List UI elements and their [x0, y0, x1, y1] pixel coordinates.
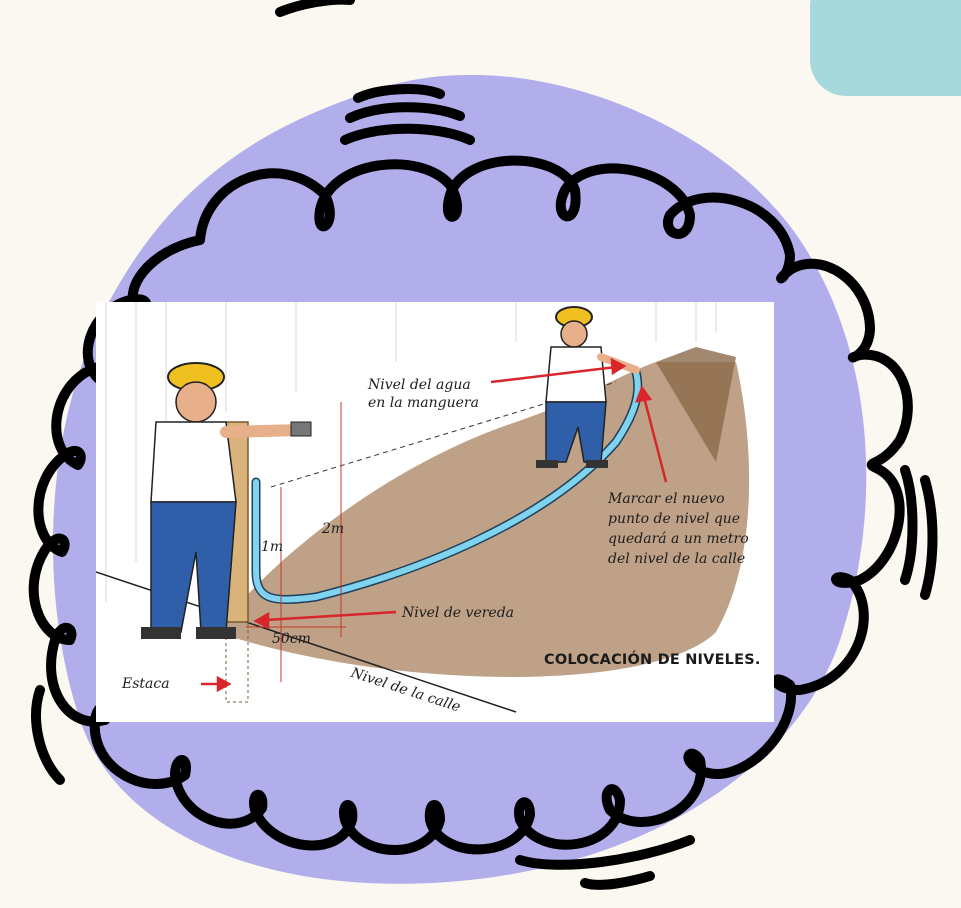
label-two-meters: 2m [322, 520, 344, 538]
label-mark-4: del nivel de la calle [608, 550, 745, 568]
label-one-meter: 1m [261, 538, 283, 556]
label-stake: Estaca [122, 675, 170, 693]
label-mark-2: punto de nivel que [608, 510, 740, 528]
label-sidewalk-level: Nivel de vereda [402, 604, 514, 622]
figure-caption: COLOCACIÓN DE NIVELES. [544, 652, 761, 668]
leveling-illustration: Nivel del agua en la manguera Marcar el … [96, 302, 774, 722]
label-water-level-1: Nivel del agua [368, 376, 471, 394]
label-fifty-cm: 50cm [272, 630, 311, 648]
label-mark-3: quedará a un metro [608, 530, 749, 548]
label-mark-1: Marcar el nuevo [608, 490, 725, 508]
label-water-level-2: en la manguera [368, 394, 479, 412]
